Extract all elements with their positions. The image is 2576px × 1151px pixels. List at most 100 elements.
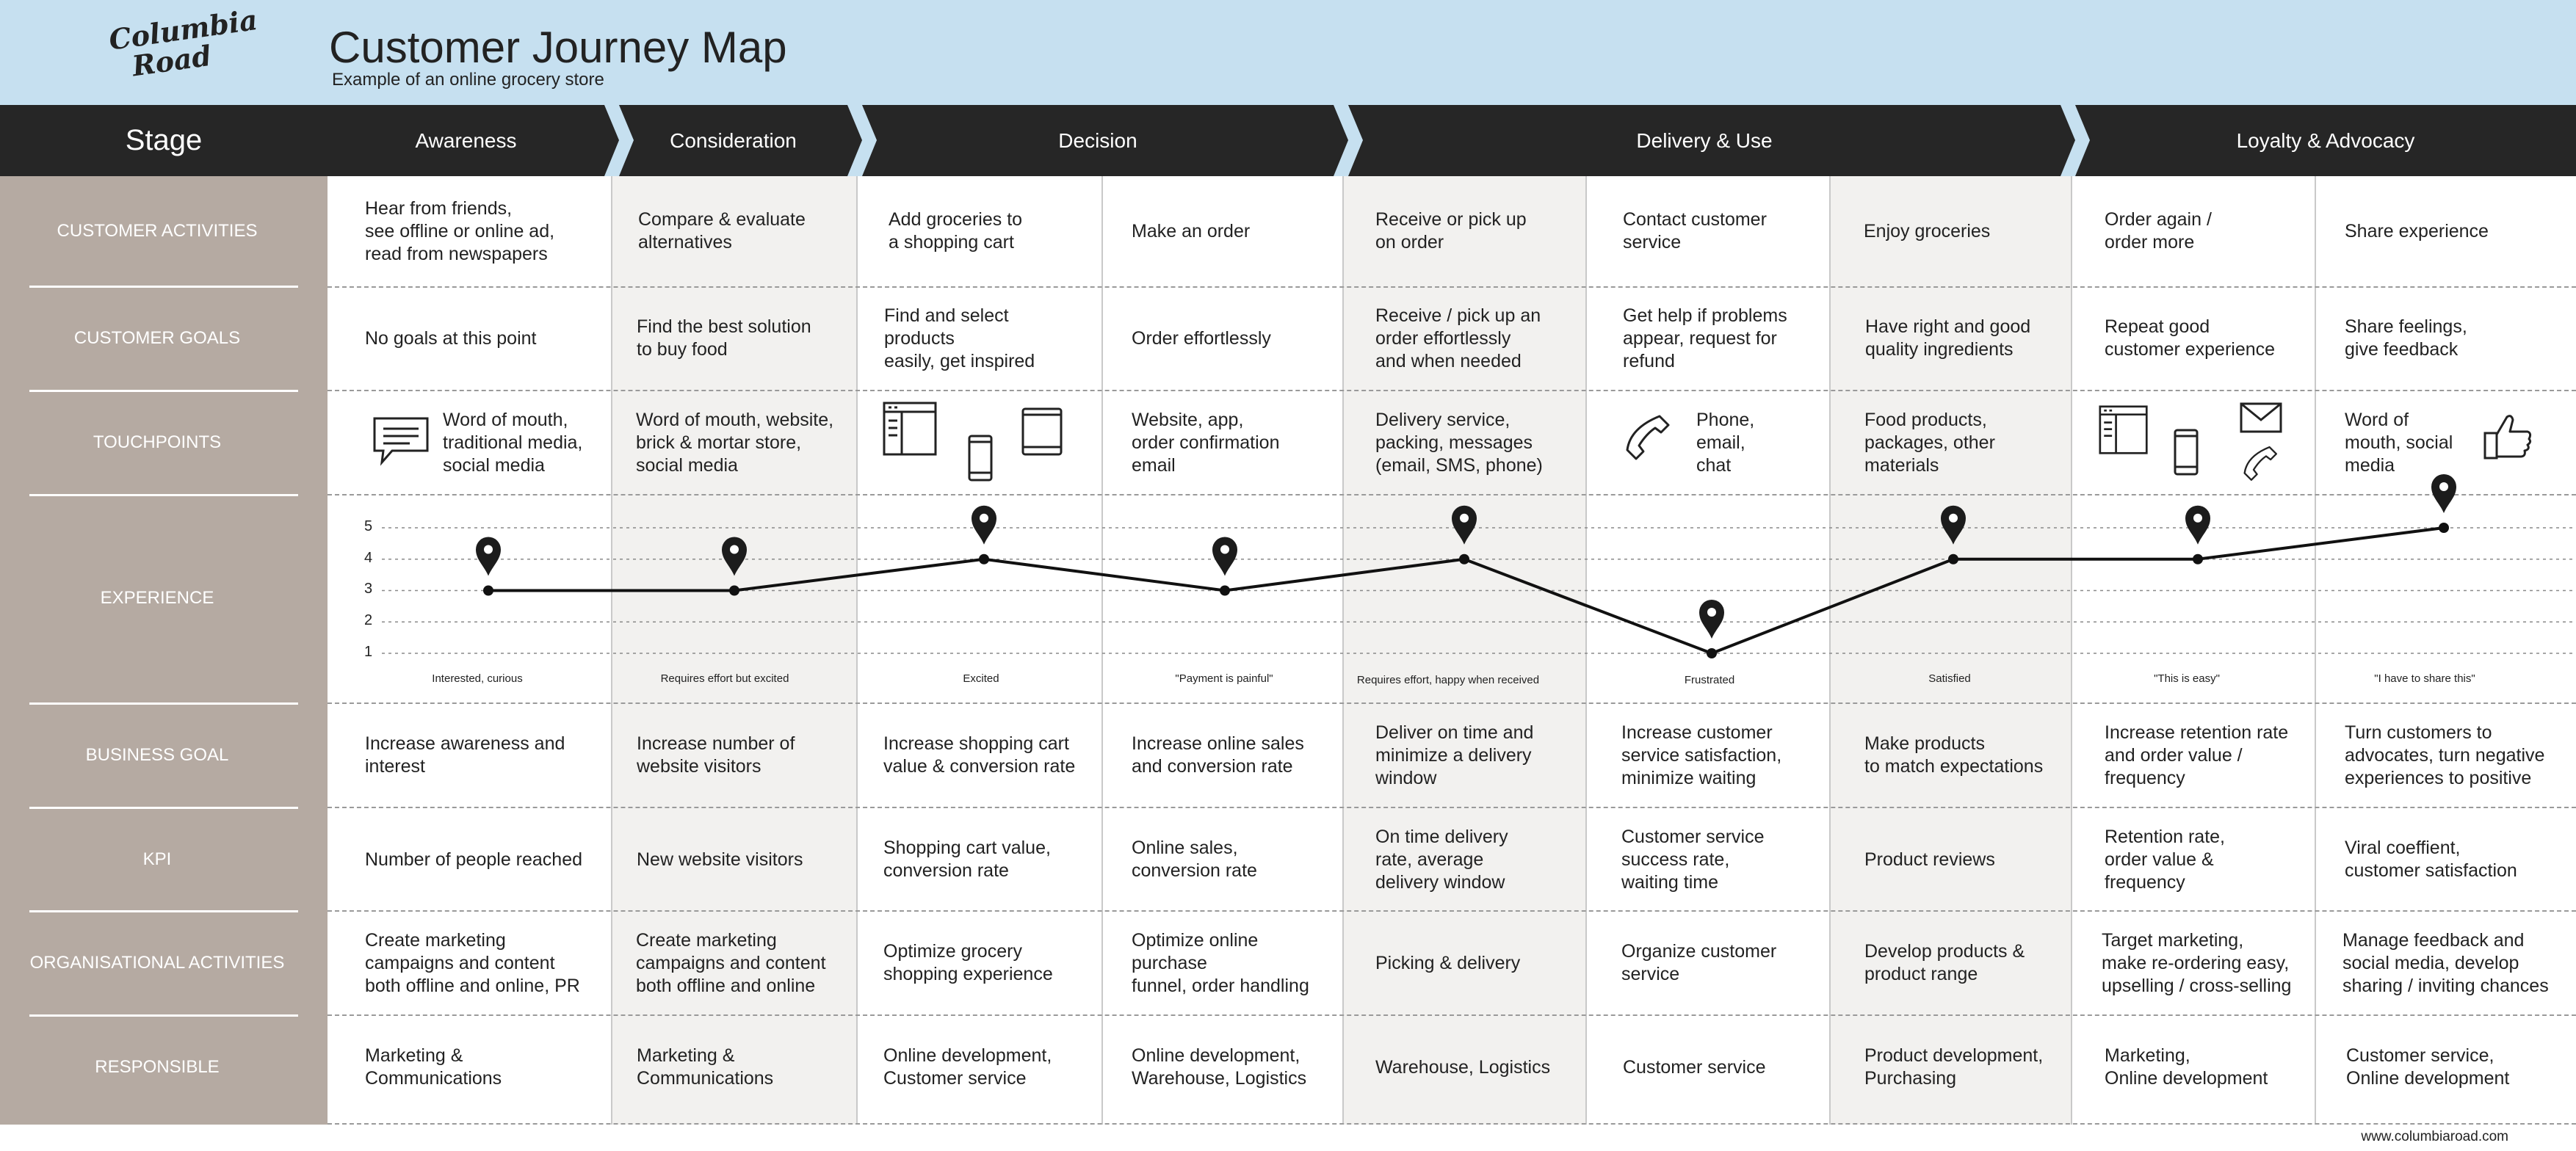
phone-icon — [2174, 429, 2199, 476]
page-title: Customer Journey Map — [329, 23, 787, 72]
column-divider — [2071, 176, 2072, 1125]
kpi-cell: Shopping cart value, conversion rate — [883, 838, 1051, 881]
row-label-customer-goals: CUSTOMER GOALS — [73, 328, 241, 348]
kpi-cell: On time delivery rate, average delivery … — [1375, 826, 1508, 893]
business-goal-cell: Increase awareness and interest — [365, 733, 565, 777]
column-divider — [1585, 176, 1587, 1125]
experience-point — [483, 585, 493, 596]
activity-cell: Add groceries to a shopping cart — [889, 209, 1023, 253]
column-divider — [1101, 176, 1103, 1125]
row-separator — [29, 390, 298, 392]
experience-point — [1220, 585, 1230, 596]
row-dashed-line — [328, 702, 2576, 704]
website-icon — [883, 402, 937, 456]
row-label-organisational-activities: ORGANISATIONAL ACTIVITIES — [29, 953, 285, 973]
activity-cell: Enjoy groceries — [1864, 220, 1991, 242]
column-divider — [611, 176, 612, 1125]
emotion-label: Requires effort but excited — [660, 672, 789, 685]
responsible-cell: Customer service, Online development — [2346, 1045, 2510, 1089]
row-separator — [29, 1014, 298, 1017]
map-pin-icon — [1699, 600, 1724, 639]
phone-icon — [968, 435, 993, 482]
org-activity-cell: Create marketing campaigns and content b… — [365, 929, 580, 996]
telephone-handset-icon — [2243, 446, 2277, 481]
activity-cell: Make an order — [1132, 220, 1251, 242]
experience-point — [729, 585, 739, 596]
header-banner — [0, 0, 2576, 105]
stage-consideration: Consideration — [670, 128, 797, 152]
goal-cell: Find and select products easily, get ins… — [884, 305, 1035, 371]
row-dashed-line — [328, 807, 2576, 808]
org-activity-cell: Develop products & product range — [1864, 941, 2025, 984]
row-dashed-line — [328, 1123, 2576, 1125]
kpi-cell: Viral coeffient, customer satisfaction — [2345, 838, 2517, 881]
page-subtitle: Example of an online grocery store — [332, 70, 604, 90]
column-divider — [2315, 176, 2316, 1125]
business-goal-cell: Make products to match expectations — [1864, 733, 2044, 777]
goal-cell: Receive / pick up an order effortlessly … — [1375, 305, 1541, 371]
stage-chevrons — [604, 105, 2090, 176]
emotion-label: Satisfied — [1928, 672, 1971, 685]
business-goal-cell: Deliver on time and minimize a delivery … — [1375, 722, 1534, 788]
column-divider — [1342, 176, 1344, 1125]
row-dashed-line — [328, 286, 2576, 288]
experience-point — [2193, 553, 2203, 564]
row-label-kpi: KPI — [142, 849, 172, 869]
experience-scale-label: 2 — [364, 611, 373, 628]
responsible-cell: Warehouse, Logistics — [1375, 1056, 1551, 1078]
goal-cell: Find the best solution to buy food — [637, 316, 811, 360]
business-goal-cell: Turn customers to advocates, turn negati… — [2345, 722, 2545, 788]
business-goal-cell: Increase number of website visitors — [637, 733, 795, 777]
stage-chevron — [847, 105, 877, 176]
touchpoint-cell: Word of mouth, website, brick & mortar s… — [636, 409, 834, 476]
goal-cell: Have right and good quality ingredients — [1865, 316, 2031, 360]
org-activity-cell: Target marketing, make re-ordering easy,… — [2102, 929, 2292, 996]
activity-cell: Compare & evaluate alternatives — [638, 209, 806, 253]
stage-awareness: Awareness — [415, 128, 517, 152]
row-dashed-line — [328, 910, 2576, 912]
org-activity-cell: Organize customer service — [1621, 941, 1777, 984]
touchpoint-cell: Phone, email, chat — [1696, 409, 1755, 476]
stage-delivery-use: Delivery & Use — [1636, 128, 1773, 152]
row-separator — [29, 910, 298, 912]
map-pin-icon — [476, 537, 501, 576]
kpi-cell: New website visitors — [637, 849, 803, 870]
column-divider — [856, 176, 858, 1125]
business-goal-cell: Increase shopping cart value & conversio… — [883, 733, 1076, 777]
tablet-icon — [1021, 407, 1063, 456]
column-shade — [1830, 176, 2071, 1125]
telephone-handset-icon — [1626, 415, 1670, 460]
responsible-cell: Marketing, Online development — [2105, 1045, 2268, 1089]
row-dashed-line — [328, 1014, 2576, 1016]
stage-bar — [328, 105, 2576, 176]
emotion-label: "Payment is painful" — [1175, 672, 1273, 685]
row-label-responsible: RESPONSIBLE — [95, 1057, 220, 1077]
row-label-sidebar — [0, 176, 328, 1125]
experience-scale-label: 1 — [364, 643, 373, 660]
kpi-cell: Online sales, conversion rate — [1132, 838, 1257, 881]
emotion-label: Interested, curious — [432, 672, 523, 685]
activity-cell: Share experience — [2345, 220, 2489, 242]
row-separator — [29, 702, 298, 705]
row-separator — [29, 494, 298, 496]
map-pin-icon — [722, 537, 747, 576]
touchpoint-cell: Word of mouth, social media — [2345, 409, 2453, 476]
row-label-touchpoints: TOUCHPOINTS — [93, 432, 222, 452]
business-goal-cell: Increase customer service satisfaction, … — [1621, 722, 1782, 788]
org-activity-cell: Optimize grocery shopping experience — [883, 941, 1053, 984]
row-separator — [29, 286, 298, 288]
touchpoint-cell: Food products, packages, other materials — [1864, 409, 1995, 476]
stage-chevron — [604, 105, 634, 176]
experience-point — [979, 553, 989, 564]
goal-cell: Get help if problems appear, request for… — [1623, 305, 1787, 371]
experience-scale-label: 3 — [364, 580, 373, 597]
footer-website: www.columbiaroad.com — [2361, 1129, 2508, 1144]
kpi-cell: Product reviews — [1864, 849, 1995, 870]
emotion-label: "This is easy" — [2154, 672, 2220, 685]
row-dashed-line — [328, 390, 2576, 391]
activity-cell: Hear from friends, see offline or online… — [365, 197, 555, 264]
emotion-label: "I have to share this" — [2374, 672, 2475, 685]
org-activity-cell: Picking & delivery — [1375, 952, 1521, 973]
kpi-cell: Customer service success rate, waiting t… — [1621, 826, 1765, 893]
